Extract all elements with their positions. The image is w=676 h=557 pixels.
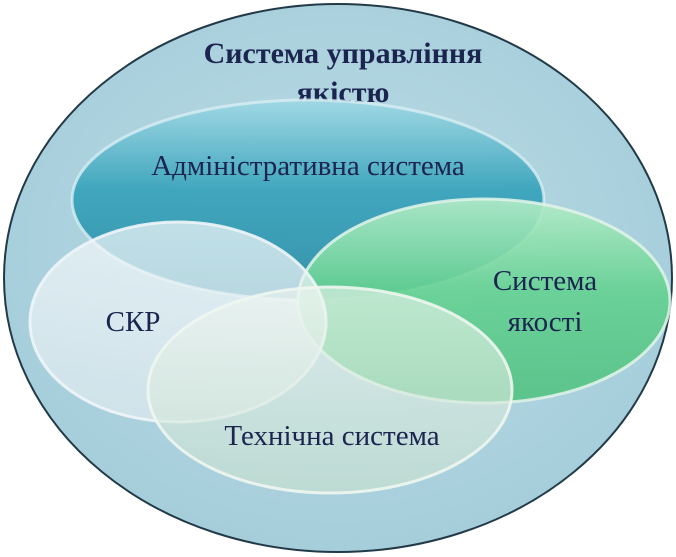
- technical-system-label: Технічна система: [224, 420, 439, 452]
- skr-label: СКР: [106, 306, 161, 338]
- administrative-system-label: Адміністративна система: [151, 150, 465, 182]
- quality-system-label-line1: Система: [493, 265, 597, 297]
- technical-system-ellipse: [146, 285, 514, 495]
- outer-title-line1: Система управління: [204, 37, 483, 70]
- quality-system-label-line2: якості: [508, 306, 583, 338]
